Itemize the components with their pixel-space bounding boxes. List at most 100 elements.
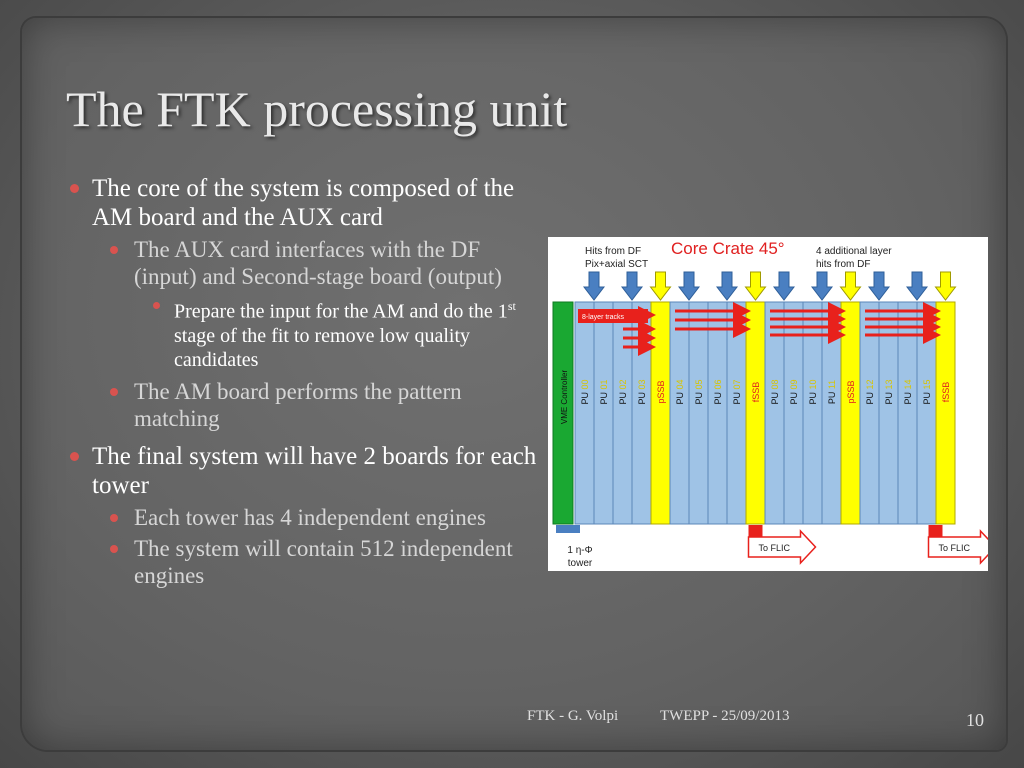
slot-prefix-12: PU [789,390,799,405]
slot-label-2: PU 01 [599,379,609,404]
slot-number-19: 15 [922,379,932,389]
slot-number-18: 14 [903,379,913,389]
slot-label-13: PU 10 [808,379,818,404]
slot-prefix-9: PU [732,390,742,405]
input-arrow-yellow-3 [839,271,862,301]
slot-number-14: 11 [827,380,837,389]
slot-prefix-7: PU [694,390,704,405]
bullet-prepare-input-sup: st [507,299,516,313]
footer-conference: TWEPP - 25/09/2013 [660,708,790,724]
slot-number-6: 04 [675,379,685,389]
input-arrow-yellow-1 [649,271,672,301]
slot-number-7: 05 [694,379,704,389]
slot-number-3: 02 [618,379,628,389]
tracks-label: 8-layer tracks [582,314,625,321]
slot-label-12: PU 09 [789,379,799,404]
slot-number-16: 12 [865,379,875,389]
slot-label-20: fSSB [941,382,951,403]
arrows-layer: 8-layer tracks To FLIC To FLIC [578,271,988,565]
slot-prefix-4: PU [637,390,647,405]
slot-2 [593,301,614,525]
input-arrow-yellow-4 [934,271,957,301]
slot-prefix-1: PU [580,390,590,405]
bullet-tower-engines: Each tower has 4 independent engines [64,504,544,531]
tower-label-2: tower [568,558,593,569]
bullet-core-system: The core of the system is composed of th… [64,174,544,232]
slot-number-11: 08 [770,379,780,389]
slot-label-16: PU 12 [865,379,875,404]
slot-number-8: 06 [713,379,723,389]
slot-number-17: 13 [884,379,894,389]
slot-label-7: PU 05 [694,379,704,404]
slot-label-10: fSSB [751,382,761,403]
slot-number-12: 09 [789,379,799,389]
slot-1 [574,301,595,525]
slide-title: The FTK processing unit [66,81,568,137]
tower-indicator [556,525,580,533]
slot-15 [840,301,861,525]
slot-label-11: PU 08 [770,379,780,404]
slot-number-2: 01 [599,379,609,389]
slot-prefix-6: PU [675,390,685,405]
slot-prefix-16: PU [865,390,875,405]
slot-label-8: PU 06 [713,379,723,404]
page-number: 10 [966,710,984,730]
slot-prefix-2: PU [599,390,609,405]
bullet-aux-card: The AUX card interfaces with the DF (inp… [64,236,544,290]
tower-label-1: 1 η-Φ [567,545,592,556]
input-arrow-blue-8 [905,271,929,301]
input-arrow-blue-4 [715,271,739,301]
slot-label-5: pSSB [656,380,666,403]
bullet-prepare-input-pre: Prepare the input for the AM and do the … [174,300,508,323]
slot-6 [669,301,690,525]
slot-4 [631,301,652,525]
slot-9 [726,301,747,525]
label-hits-df-1: Hits from DF [585,246,641,257]
slot-label-14: PU 11 [827,380,837,404]
slot-7 [688,301,709,525]
to-flic-arrow-2-head [927,529,988,565]
slot-prefix-13: PU [808,390,818,405]
label-additional-2: hits from DF [816,259,870,270]
slot-number-1: 00 [580,379,590,389]
input-arrow-blue-6 [810,271,834,301]
slot-prefix-18: PU [903,390,913,405]
bullet-prepare-input-post: stage of the fit to remove low quality c… [174,324,471,371]
label-hits-df-2: Pix+axial SCT [585,259,648,270]
bullet-total-engines: The system will contain 512 independent … [64,535,544,589]
core-crate-svg: Hits from DF Pix+axial SCT Core Crate 45… [552,239,988,569]
footer-author: FTK - G. Volpi [527,708,619,724]
input-arrow-blue-1 [582,271,606,301]
tracks-label-box [578,309,648,323]
bullet-am-board: The AM board performs the pattern matchi… [64,378,544,432]
slot-prefix-14: PU [827,389,837,404]
slot-number-13: 10 [808,379,818,389]
bullet-prepare-input: Prepare the input for the AM and do the … [64,294,544,372]
slot-label-4: PU 03 [637,379,647,404]
slot-10 [745,301,766,525]
slot-label-1: PU 00 [580,379,590,404]
diagram-title: Core Crate 45° [671,239,785,258]
slot-prefix-8: PU [713,390,723,405]
bullet-list: The core of the system is composed of th… [64,174,544,593]
slot-prefix-3: PU [618,390,628,405]
slot-label-3: PU 02 [618,379,628,404]
vme-controller-label: VME Controller [560,370,569,425]
input-arrow-blue-7 [867,271,891,301]
slot-label-17: PU 13 [884,379,894,404]
input-arrow-blue-5 [772,271,796,301]
to-flic-arrow-1-head [747,529,817,565]
slot-label-19: PU 15 [922,379,932,404]
slot-label-6: PU 04 [675,379,685,404]
slot-8 [707,301,728,525]
slot-20 [935,301,956,525]
to-flic-arrow-2-label: To FLIC [939,543,971,553]
to-flic-arrow-1-label: To FLIC [759,543,791,553]
slot-5 [650,301,671,525]
slot-prefix-11: PU [770,390,780,405]
bullet-final-system: The final system will have 2 boards for … [64,442,544,500]
to-flic-arrow-2-stem [928,525,943,537]
slot-label-18: PU 14 [903,379,913,404]
slot-label-15: pSSB [846,380,856,403]
